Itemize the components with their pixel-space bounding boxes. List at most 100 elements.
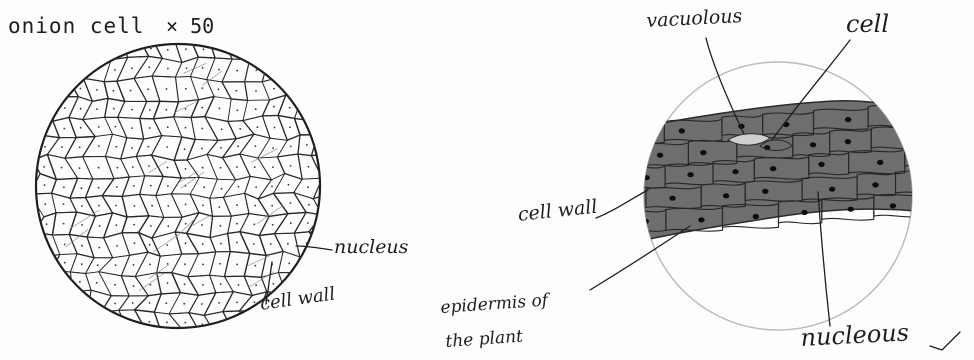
onion-cell-nucleus <box>220 225 222 227</box>
epidermis-cell-nucleus <box>877 160 883 165</box>
epidermis-cell-nucleus <box>829 187 835 192</box>
onion-cell-nucleus <box>203 186 205 188</box>
epidermis-cell-nucleus <box>845 117 851 122</box>
onion-cell-nucleus <box>236 49 238 51</box>
onion-cell-nucleus <box>308 324 310 326</box>
onion-cell-nucleus <box>149 264 151 266</box>
epidermis-cell-nucleus <box>889 114 895 119</box>
onion-cell-nucleus <box>133 185 135 187</box>
onion-cell-nucleus <box>133 47 135 49</box>
onion-cell-nucleus <box>113 108 115 110</box>
onion-cell-nucleus <box>61 302 63 304</box>
onion-cell-nucleus <box>255 284 257 286</box>
onion-cell-nucleus <box>81 187 83 189</box>
onion-cell-nucleus <box>237 110 239 112</box>
pencil-shading <box>203 71 223 86</box>
onion-cell-nucleus <box>63 282 65 284</box>
onion-cell-nucleus <box>201 148 203 150</box>
epidermis-cell-nucleus <box>801 210 807 215</box>
onion-cell-nucleus <box>149 109 151 111</box>
onion-cell <box>261 41 289 60</box>
onion-cell <box>210 233 230 251</box>
onion-cell-nucleus <box>47 108 49 110</box>
onion-cell-nucleus <box>114 69 116 71</box>
onion-cell-nucleus <box>167 126 169 128</box>
onion-cell-nucleus <box>236 264 238 266</box>
onion-cell-nucleus <box>149 244 151 246</box>
onion-cell-nucleus <box>115 205 117 207</box>
onion-cell-nucleus <box>150 284 152 286</box>
label-nucleus-right: nucleous <box>800 320 910 350</box>
onion-cell-nucleus <box>291 282 293 284</box>
onion-cell-nucleus <box>272 321 274 323</box>
onion-cell-nucleus <box>255 265 257 267</box>
onion-cell-nucleus <box>274 68 276 70</box>
onion-cell-nucleus <box>133 285 135 287</box>
onion-cell <box>47 310 79 333</box>
onion-cell-nucleus <box>149 127 151 129</box>
onion-cell-nucleus <box>202 204 204 206</box>
onion-cell <box>121 276 148 296</box>
onion-cell-nucleus <box>221 188 223 190</box>
epidermis-cell <box>905 146 959 167</box>
onion-cell-nucleus <box>323 126 325 128</box>
onion-cell <box>309 60 338 78</box>
epidermis-cell-nucleus <box>872 182 878 187</box>
onion-cell-nucleus <box>220 147 222 149</box>
label-cell: cell <box>846 12 889 36</box>
onion-cell-nucleus <box>274 49 276 51</box>
onion-cell-nucleus <box>202 243 204 245</box>
onion-cell-nucleus <box>324 242 326 244</box>
onion-cell <box>51 60 77 78</box>
label-nucleus-left: nucleus <box>334 238 408 257</box>
onion-cell-nucleus <box>113 90 115 92</box>
onion-cell-nucleus <box>185 242 187 244</box>
pencil-shading <box>149 161 167 173</box>
onion-cell-nucleus <box>274 127 276 129</box>
onion-cell-nucleus <box>44 184 46 186</box>
onion-cell-nucleus <box>166 146 168 148</box>
onion-cell-nucleus <box>46 223 48 225</box>
onion-cell-nucleus <box>63 186 65 188</box>
onion-cell-nucleus <box>81 224 83 226</box>
onion-cell-nucleus <box>271 205 273 207</box>
onion-cell-nucleus <box>134 242 136 244</box>
onion-cell-nucleus <box>272 224 274 226</box>
onion-cell-nucleus <box>202 284 204 286</box>
onion-cell-nucleus <box>255 49 257 51</box>
onion-cell-nucleus <box>308 204 310 206</box>
onion-cell-nucleus <box>133 224 135 226</box>
onion-cell-nucleus <box>270 243 272 245</box>
onion-cell <box>32 310 60 334</box>
onion-cell-nucleus <box>167 263 169 265</box>
onion-cell <box>311 154 341 179</box>
onion-cell <box>222 82 248 101</box>
onion-cell-nucleus <box>147 146 149 148</box>
onion-cell-nucleus <box>236 204 238 206</box>
onion-cell-nucleus <box>255 145 257 147</box>
onion-cell <box>83 117 113 136</box>
onion-cell <box>175 57 198 77</box>
onion-cell-nucleus <box>63 203 65 205</box>
onion-cell-nucleus <box>131 67 133 69</box>
onion-cell <box>66 314 97 331</box>
onion-cell-nucleus <box>239 128 241 130</box>
epidermis-cell-nucleus <box>753 214 759 219</box>
onion-cell <box>104 40 128 59</box>
onion-cell-nucleus <box>150 185 152 187</box>
onion-cell-nucleus <box>185 48 187 50</box>
onion-cell-nucleus <box>62 321 64 323</box>
onion-cell <box>135 294 162 312</box>
onion-cell-nucleus <box>130 90 132 92</box>
onion-cell-nucleus <box>114 321 116 323</box>
onion-cell-nucleus <box>324 67 326 69</box>
onion-cell-nucleus <box>325 107 327 109</box>
onion-cell <box>262 58 288 82</box>
onion-cell-nucleus <box>253 243 255 245</box>
onion-cell-nucleus <box>184 148 186 150</box>
onion-cell-nucleus <box>46 87 48 89</box>
onion-cell-nucleus <box>149 302 151 304</box>
onion-cell-nucleus <box>256 69 258 71</box>
onion-cell-nucleus <box>131 109 133 111</box>
onion-cell-nucleus <box>201 128 203 130</box>
